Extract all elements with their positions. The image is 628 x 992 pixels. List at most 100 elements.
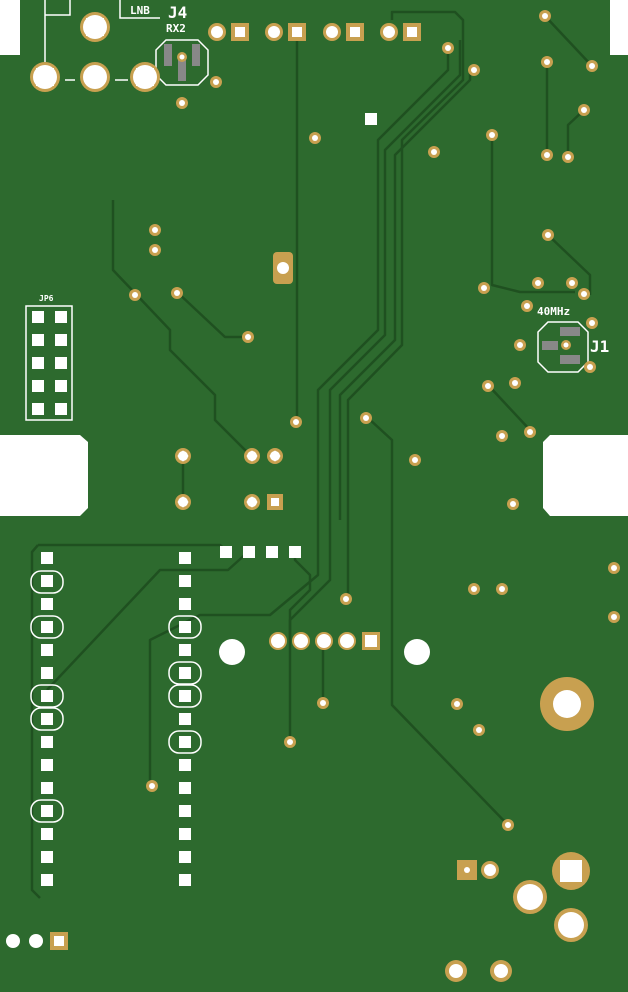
diamond-pad	[177, 450, 189, 462]
square-pad	[179, 552, 191, 564]
via-hole	[499, 433, 505, 439]
via-hole	[535, 280, 541, 286]
via-hole	[476, 727, 482, 733]
via-hole	[505, 822, 511, 828]
via-hole	[132, 292, 138, 298]
via-hole	[343, 596, 349, 602]
lnb-label: LNB	[130, 4, 150, 17]
square-pad	[41, 644, 53, 656]
square-pad	[41, 759, 53, 771]
square-pad	[41, 828, 53, 840]
square-pad	[55, 357, 67, 369]
via-hole	[312, 135, 318, 141]
pad-hole	[517, 884, 543, 910]
diamond-pad	[269, 450, 281, 462]
square-pad	[55, 403, 67, 415]
square-pad	[179, 667, 191, 679]
via-hole	[510, 501, 516, 507]
round-pad	[404, 639, 430, 665]
via-hole	[481, 285, 487, 291]
pad-hole	[494, 964, 508, 978]
square-pad	[220, 546, 232, 558]
square-pad	[179, 828, 191, 840]
via-hole	[524, 303, 530, 309]
square-pad	[41, 874, 53, 886]
via-hole	[589, 63, 595, 69]
component-pads	[6, 10, 620, 982]
square-pad	[41, 667, 53, 679]
square-pad	[179, 874, 191, 886]
square-pad	[32, 403, 44, 415]
square-pad	[41, 598, 53, 610]
round-pad	[219, 639, 245, 665]
crystal-label: 40MHz	[537, 305, 570, 318]
via-hole	[581, 107, 587, 113]
square-pad	[41, 621, 53, 633]
round-pad	[29, 934, 43, 948]
via-hole	[527, 429, 533, 435]
jp6-label: JP6	[39, 294, 54, 303]
pad-hole	[268, 26, 280, 38]
square-pad	[179, 782, 191, 794]
via-hole	[213, 79, 219, 85]
square-pad	[41, 575, 53, 587]
square-pad	[86, 18, 104, 36]
square-pad	[179, 851, 191, 863]
pad-hole	[294, 634, 308, 648]
pad-hole	[553, 690, 581, 718]
pad-hole	[179, 54, 185, 60]
pad-hole	[317, 634, 331, 648]
square-pad	[55, 311, 67, 323]
via-hole	[445, 45, 451, 51]
square-pad	[41, 690, 53, 702]
square-pad	[560, 860, 582, 882]
via-hole	[287, 739, 293, 745]
via-hole	[611, 614, 617, 620]
pad-hole	[464, 867, 470, 873]
via-hole	[587, 364, 593, 370]
square-pad	[41, 713, 53, 725]
via-hole	[471, 67, 477, 73]
diamond-pad	[246, 450, 258, 462]
smd-pad	[164, 44, 172, 66]
j4-label: J4	[168, 3, 187, 22]
square-pad	[41, 805, 53, 817]
via-hole	[542, 13, 548, 19]
square-pad	[41, 851, 53, 863]
pad-hole	[326, 26, 338, 38]
via-hole	[149, 783, 155, 789]
smd-pad	[542, 341, 558, 350]
square-pad	[55, 334, 67, 346]
square-pad	[179, 736, 191, 748]
pad-hole	[271, 634, 285, 648]
square-pad	[292, 27, 302, 37]
pad-hole	[83, 65, 107, 89]
via-hole	[293, 419, 299, 425]
square-pad	[55, 380, 67, 392]
round-pad	[277, 262, 289, 274]
square-pad	[179, 644, 191, 656]
smd-pad	[192, 44, 200, 66]
pad-hole	[484, 864, 496, 876]
via-hole	[589, 320, 595, 326]
diamond-pad	[246, 496, 258, 508]
via-hole	[412, 457, 418, 463]
via-hole	[517, 342, 523, 348]
square-pad	[179, 805, 191, 817]
square-pad	[32, 357, 44, 369]
via-hole	[320, 700, 326, 706]
square-pad	[179, 621, 191, 633]
via-hole	[431, 149, 437, 155]
square-pad	[266, 546, 278, 558]
via-hole	[485, 383, 491, 389]
square-pad	[54, 936, 64, 946]
via-hole	[152, 227, 158, 233]
smd-pad	[560, 327, 580, 336]
square-pad	[41, 552, 53, 564]
square-pad	[243, 546, 255, 558]
square-pad	[365, 113, 377, 125]
square-pad	[365, 635, 377, 647]
copper-traces	[30, 10, 593, 899]
round-pad	[6, 934, 20, 948]
